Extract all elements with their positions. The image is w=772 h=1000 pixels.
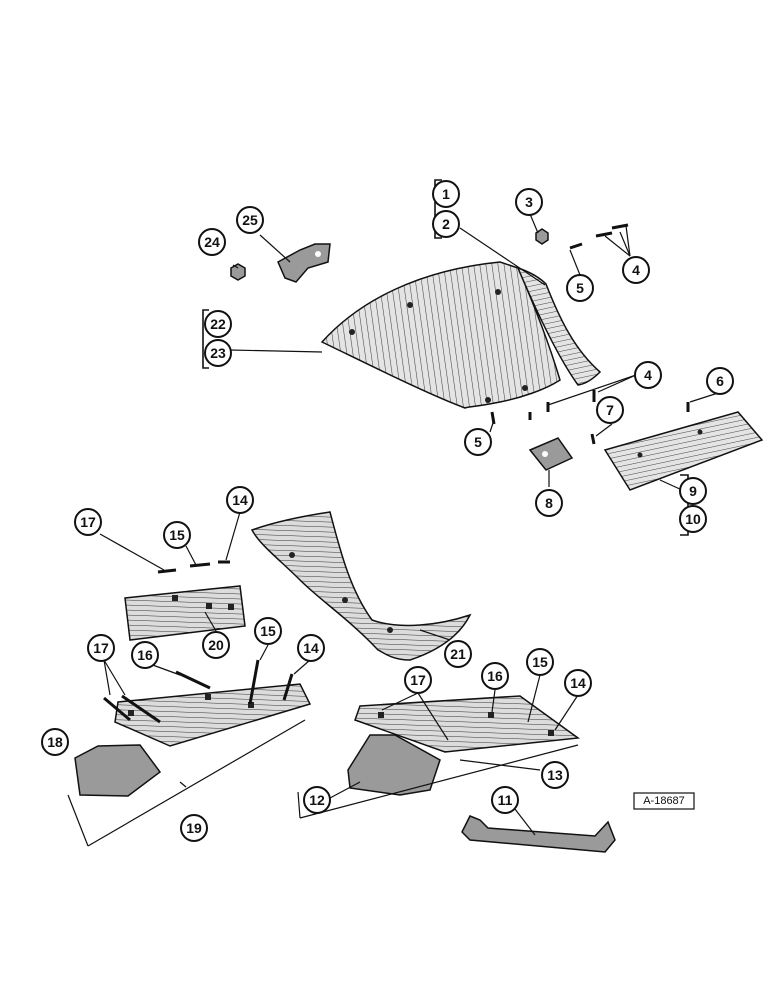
- svg-text:20: 20: [208, 637, 224, 653]
- callout-4: 4: [634, 361, 662, 389]
- svg-text:18: 18: [47, 734, 63, 750]
- callout-5: 5: [464, 428, 492, 456]
- callout-4: 4: [622, 256, 650, 284]
- callout-14: 14: [226, 486, 254, 514]
- callout-15: 15: [163, 521, 191, 549]
- callout-13: 13: [541, 761, 569, 789]
- shin-bracket: [347, 734, 441, 796]
- svg-text:5: 5: [474, 434, 482, 450]
- callout-14: 14: [297, 634, 325, 662]
- svg-text:14: 14: [570, 675, 586, 691]
- svg-text:8: 8: [545, 495, 553, 511]
- spacer-block: [528, 437, 574, 471]
- callout-22: 22: [204, 310, 232, 338]
- svg-text:6: 6: [716, 373, 724, 389]
- moldboard: [320, 261, 561, 409]
- bracket-22-23: [202, 309, 209, 369]
- callout-17: 17: [404, 666, 432, 694]
- callout-14: 14: [564, 669, 592, 697]
- figure-code-label: A-18687: [633, 792, 695, 810]
- svg-text:A-18687: A-18687: [643, 795, 685, 807]
- svg-text:13: 13: [547, 767, 563, 783]
- svg-text:24: 24: [204, 234, 220, 250]
- landside-plate: [124, 585, 246, 641]
- leader-lines: [67, 213, 719, 847]
- callout-20: 20: [202, 631, 230, 659]
- callout-8: 8: [535, 489, 563, 517]
- callout-5: 5: [566, 274, 594, 302]
- callout-17: 17: [74, 508, 102, 536]
- svg-text:23: 23: [210, 345, 226, 361]
- svg-text:14: 14: [232, 492, 248, 508]
- callout-3: 3: [515, 188, 543, 216]
- svg-text:25: 25: [242, 212, 258, 228]
- svg-text:15: 15: [260, 623, 276, 639]
- svg-text:19: 19: [186, 820, 202, 836]
- svg-text:14: 14: [303, 640, 319, 656]
- callout-12: 12: [303, 786, 331, 814]
- callout-16: 16: [131, 641, 159, 669]
- shin: [516, 266, 602, 386]
- frog: [250, 511, 472, 661]
- svg-text:17: 17: [80, 514, 96, 530]
- mounting-clip: [277, 243, 331, 283]
- callout-9: 9: [679, 477, 707, 505]
- share-bolt: [103, 560, 294, 724]
- svg-text:4: 4: [632, 262, 640, 278]
- svg-text:2: 2: [442, 216, 450, 232]
- callout-7: 7: [596, 396, 624, 424]
- nut: [230, 228, 549, 281]
- share: [603, 411, 764, 491]
- svg-text:12: 12: [309, 792, 325, 808]
- callout-23: 23: [204, 339, 232, 367]
- svg-text:3: 3: [525, 194, 533, 210]
- svg-text:1: 1: [442, 186, 450, 202]
- callout-2: 2: [432, 210, 460, 238]
- shin-bracket: [74, 744, 162, 797]
- callout-16: 16: [481, 662, 509, 690]
- callout-18: 18: [41, 728, 69, 756]
- rear-landside: [354, 695, 581, 753]
- callout-15: 15: [254, 617, 282, 645]
- callout-6: 6: [706, 367, 734, 395]
- svg-text:22: 22: [210, 316, 226, 332]
- bracket-9-10: [680, 474, 689, 536]
- callout-24: 24: [198, 228, 226, 256]
- callout-21: 21: [444, 640, 472, 668]
- brace-strap: [461, 815, 616, 853]
- svg-text:5: 5: [576, 280, 584, 296]
- callout-25: 25: [236, 206, 264, 234]
- callout-1: 1: [432, 180, 460, 208]
- svg-text:15: 15: [532, 654, 548, 670]
- svg-text:15: 15: [169, 527, 185, 543]
- svg-text:17: 17: [93, 640, 109, 656]
- svg-text:9: 9: [689, 483, 697, 499]
- callout-17: 17: [87, 634, 115, 662]
- svg-text:21: 21: [450, 646, 466, 662]
- callout-11: 11: [491, 786, 519, 814]
- svg-text:7: 7: [606, 402, 614, 418]
- svg-text:16: 16: [137, 647, 153, 663]
- rear-landside: [114, 683, 312, 747]
- callout-15: 15: [526, 648, 554, 676]
- callout-19: 19: [180, 814, 208, 842]
- svg-text:11: 11: [498, 792, 513, 808]
- svg-text:10: 10: [685, 511, 701, 527]
- callout-10: 10: [679, 505, 707, 533]
- svg-text:17: 17: [410, 672, 426, 688]
- svg-text:16: 16: [487, 668, 503, 684]
- svg-text:4: 4: [644, 367, 652, 383]
- bracket-1-2: [434, 179, 442, 239]
